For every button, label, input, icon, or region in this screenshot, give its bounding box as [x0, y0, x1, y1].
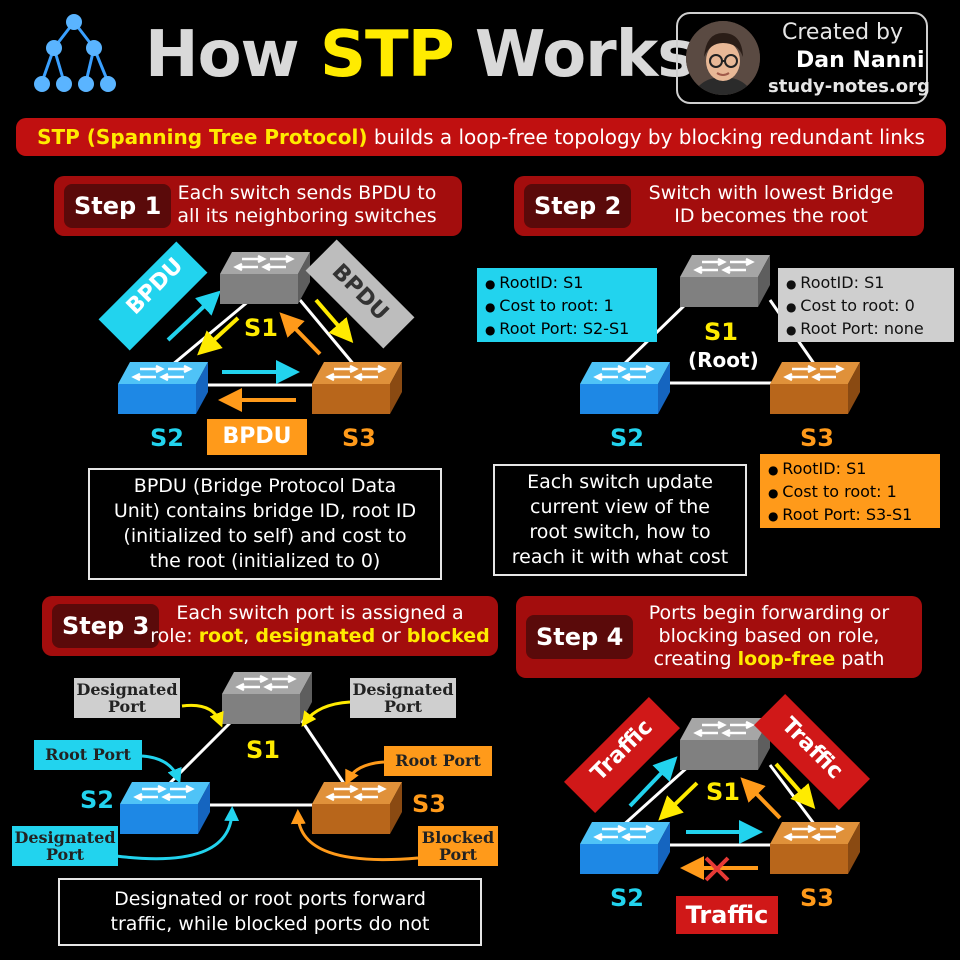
s3-switch-icon [310, 360, 404, 416]
s1-switch-icon [678, 253, 772, 309]
author-avatar [686, 21, 760, 95]
s3-label: S3 [412, 790, 446, 818]
tree-logo-icon [34, 14, 116, 92]
step3-desc-line1: Each switch port is assigned a [176, 602, 464, 624]
s2-info-box: RootID: S1Cost to root: 1Root Port: S2-S… [477, 268, 657, 342]
step1-diagram [98, 239, 415, 416]
s3-info-box: RootID: S1Cost to root: 1Root Port: S3-S… [760, 454, 940, 528]
step2-header: Step 2 Switch with lowest Bridge ID beco… [514, 176, 924, 236]
s2-switch-icon [578, 820, 672, 876]
s2-label: S2 [150, 424, 184, 452]
s1-switch-icon [220, 670, 314, 726]
s2-switch-icon [578, 360, 672, 416]
s3-label: S3 [342, 424, 376, 452]
blocked-x-icon [704, 856, 730, 882]
s2-label: S2 [610, 884, 644, 912]
s3-label: S3 [800, 884, 834, 912]
root-label: (Root) [688, 348, 759, 372]
s1-label: S1 [246, 736, 280, 764]
page-title: How STP Works [145, 18, 695, 92]
step2-badge: Step 2 [524, 184, 632, 228]
s2-label: S2 [610, 424, 644, 452]
s2-label: S2 [80, 786, 114, 814]
step4-desc-line2: blocking based on role, [658, 625, 880, 647]
step1-header: Step 1 Each switch sends BPDU to all its… [54, 176, 462, 236]
step1-desc-line1: Each switch sends BPDU to [177, 182, 437, 204]
author-site: study-notes.org [768, 76, 930, 97]
step3-header: Step 3 Each switch port is assigned a ro… [42, 596, 498, 656]
s1-label: S1 [704, 318, 738, 346]
intro-banner: STP (Spanning Tree Protocol) builds a lo… [16, 118, 946, 156]
step3-badge: Step 3 [52, 604, 160, 648]
s1-switch-icon [218, 250, 312, 306]
step1-badge: Step 1 [64, 184, 172, 228]
step4-header: Step 4 Ports begin forwarding or blockin… [516, 596, 922, 678]
s1-label: S1 [244, 314, 278, 342]
root-port-tag-s2: Root Port [34, 740, 142, 770]
s3-label: S3 [800, 424, 834, 452]
step2-desc-line2: ID becomes the root [674, 205, 868, 227]
step2-desc-line1: Switch with lowest Bridge [648, 182, 894, 204]
bpdu-bottom-label: BPDU [207, 419, 307, 455]
credit-label: Created by [782, 20, 904, 45]
step4-badge: Step 4 [526, 615, 634, 659]
root-port-tag-s3: Root Port [384, 746, 492, 776]
author-name: Dan Nanni [796, 48, 925, 73]
s3-switch-icon [768, 820, 862, 876]
s3-switch-icon [768, 360, 862, 416]
traffic-bottom-label: Traffic [676, 896, 778, 934]
step4-desc-line1: Ports begin forwarding or [648, 602, 890, 624]
s3-switch-icon [310, 780, 404, 836]
step1-desc-line2: all its neighboring switches [177, 205, 437, 227]
author-credit: Created by Dan Nanni study-notes.org [676, 12, 930, 104]
s1-label: S1 [706, 778, 740, 806]
step3-diagram [115, 670, 419, 862]
step3-desc-line2: role: root, designated or blocked [150, 625, 490, 647]
s2-switch-icon [116, 360, 210, 416]
step4-diagram [564, 694, 870, 882]
step4-desc-line3: creating loop-free path [653, 648, 885, 670]
s1-info-box: RootID: S1Cost to root: 0Root Port: none [778, 268, 954, 342]
s2-switch-icon [118, 780, 212, 836]
